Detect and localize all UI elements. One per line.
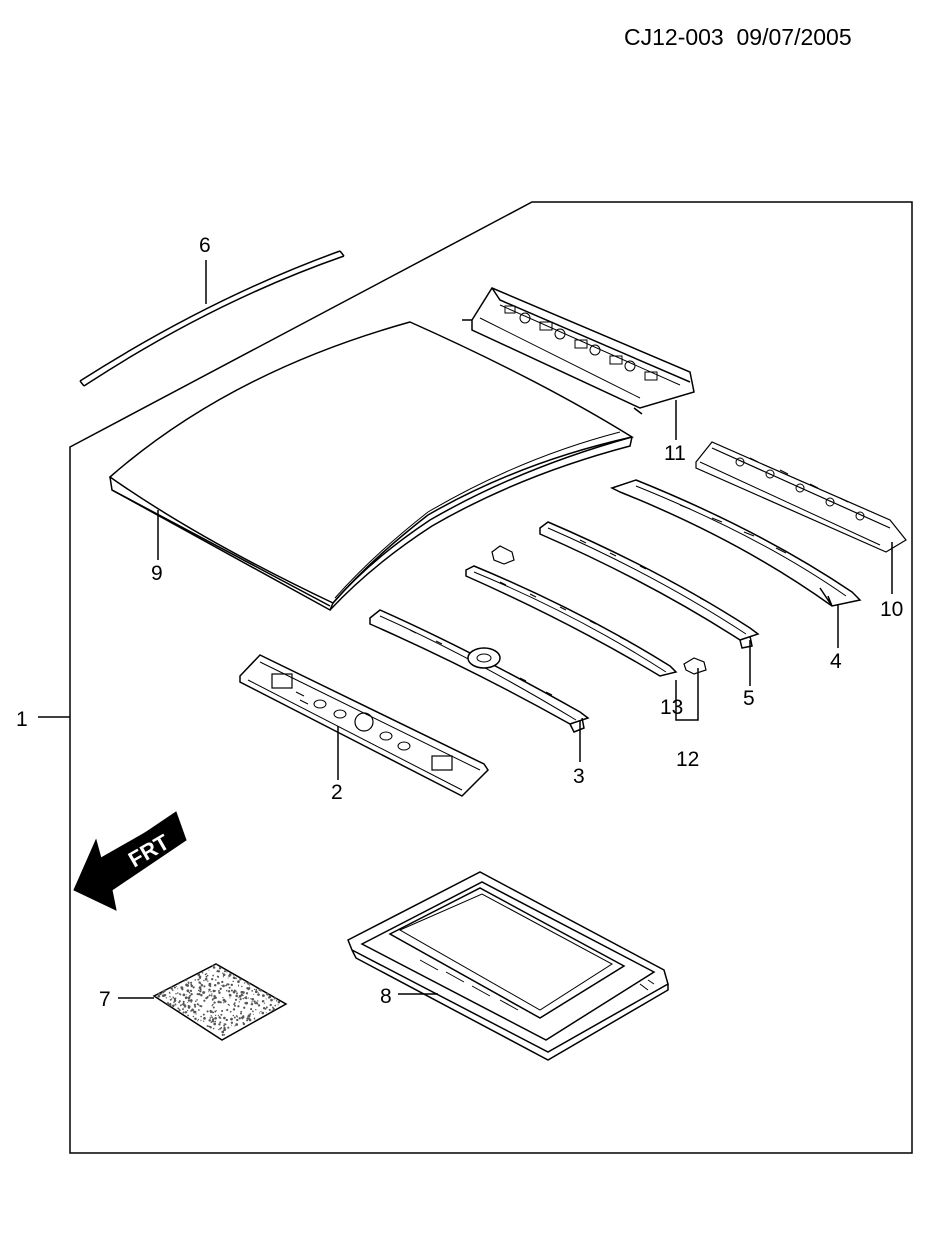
front-direction-arrow: FRT [73,811,187,911]
callout-4: 4 [830,650,842,673]
part-6-roof-molding [79,250,345,387]
part-4-rear-roof-bow [610,479,862,607]
callout-8: 8 [380,985,392,1008]
part-7-insulator-pad [152,963,288,1041]
callout-3: 3 [573,765,585,788]
part-10-rear-header [695,441,907,553]
drawing-reference: CJ12-003 09/07/2005 [624,24,852,51]
leader-12 [675,668,699,721]
callout-7: 7 [99,988,111,1011]
callout-5: 5 [743,687,755,710]
callout-10: 10 [880,598,903,621]
callout-12: 12 [676,748,699,771]
drawing-date: 09/07/2005 [736,24,852,50]
assembly-boundary [69,201,913,1154]
callout-numbers: 1 2 3 4 5 6 7 8 9 10 11 12 13 [16,234,903,1011]
callout-11: 11 [664,442,686,465]
leader-lines [38,260,893,999]
callout-2: 2 [331,781,343,804]
callout-13: 13 [660,696,683,719]
callout-9: 9 [151,562,163,585]
callout-1: 1 [16,708,28,731]
part-9-roof-panel [108,321,634,612]
front-bow-with-bracket [369,609,590,733]
part-11-rear-reinforcement [462,287,695,415]
callout-6: 6 [199,234,211,257]
drawing-number: CJ12-003 [624,24,724,50]
part-5-roof-bow [539,521,760,649]
part-8-sunroof-frame [347,871,669,1061]
part-13-clip [491,545,707,675]
part-2-front-header [239,654,489,797]
part-3-front-roof-bow [465,565,678,677]
